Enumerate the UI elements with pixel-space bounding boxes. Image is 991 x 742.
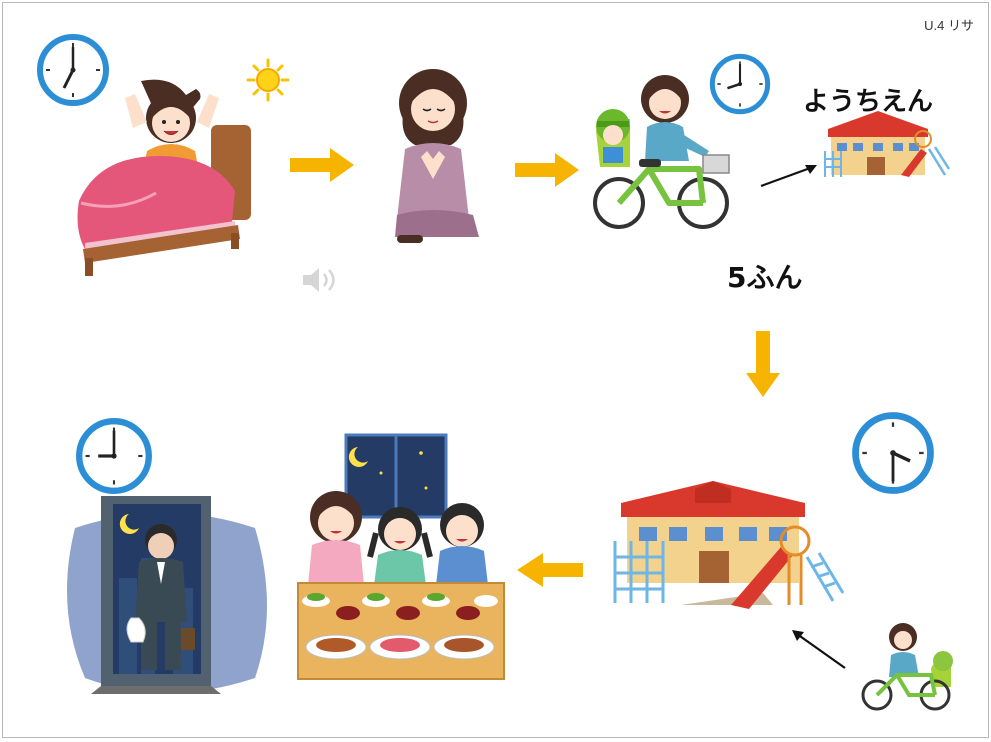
moon-icon: [119, 514, 139, 534]
arrow-left-icon: [517, 553, 583, 587]
kindergarten-label: ようちえん: [803, 87, 934, 117]
prayer-illustration: [395, 69, 479, 243]
speaker-icon[interactable]: [301, 265, 341, 295]
father-returns-illustration: [67, 496, 267, 694]
arrow-right-icon: [290, 148, 354, 182]
kindergarten-large-illustration: [613, 481, 845, 609]
corner-label: U.4 リサ: [924, 18, 974, 33]
clock-icon: [76, 418, 152, 494]
duration-label: 5ふん: [727, 261, 803, 294]
arrow-right-icon: [515, 153, 579, 187]
kindergarten-small-illustration: [824, 111, 951, 177]
clock-icon: [852, 412, 934, 494]
family-dinner-illustration: [297, 433, 505, 680]
pointer-arrow-icon: [760, 165, 817, 188]
sun-icon: [246, 58, 290, 102]
clock-icon: [37, 34, 109, 106]
bike-return-illustration: [861, 623, 953, 711]
moon-icon: [348, 447, 368, 467]
arrow-down-icon: [746, 331, 780, 397]
bike-ride-illustration: [593, 75, 730, 229]
pointer-arrow-icon: [792, 630, 846, 669]
wake-up-illustration: [77, 79, 251, 276]
clock-icon: [709, 53, 771, 115]
